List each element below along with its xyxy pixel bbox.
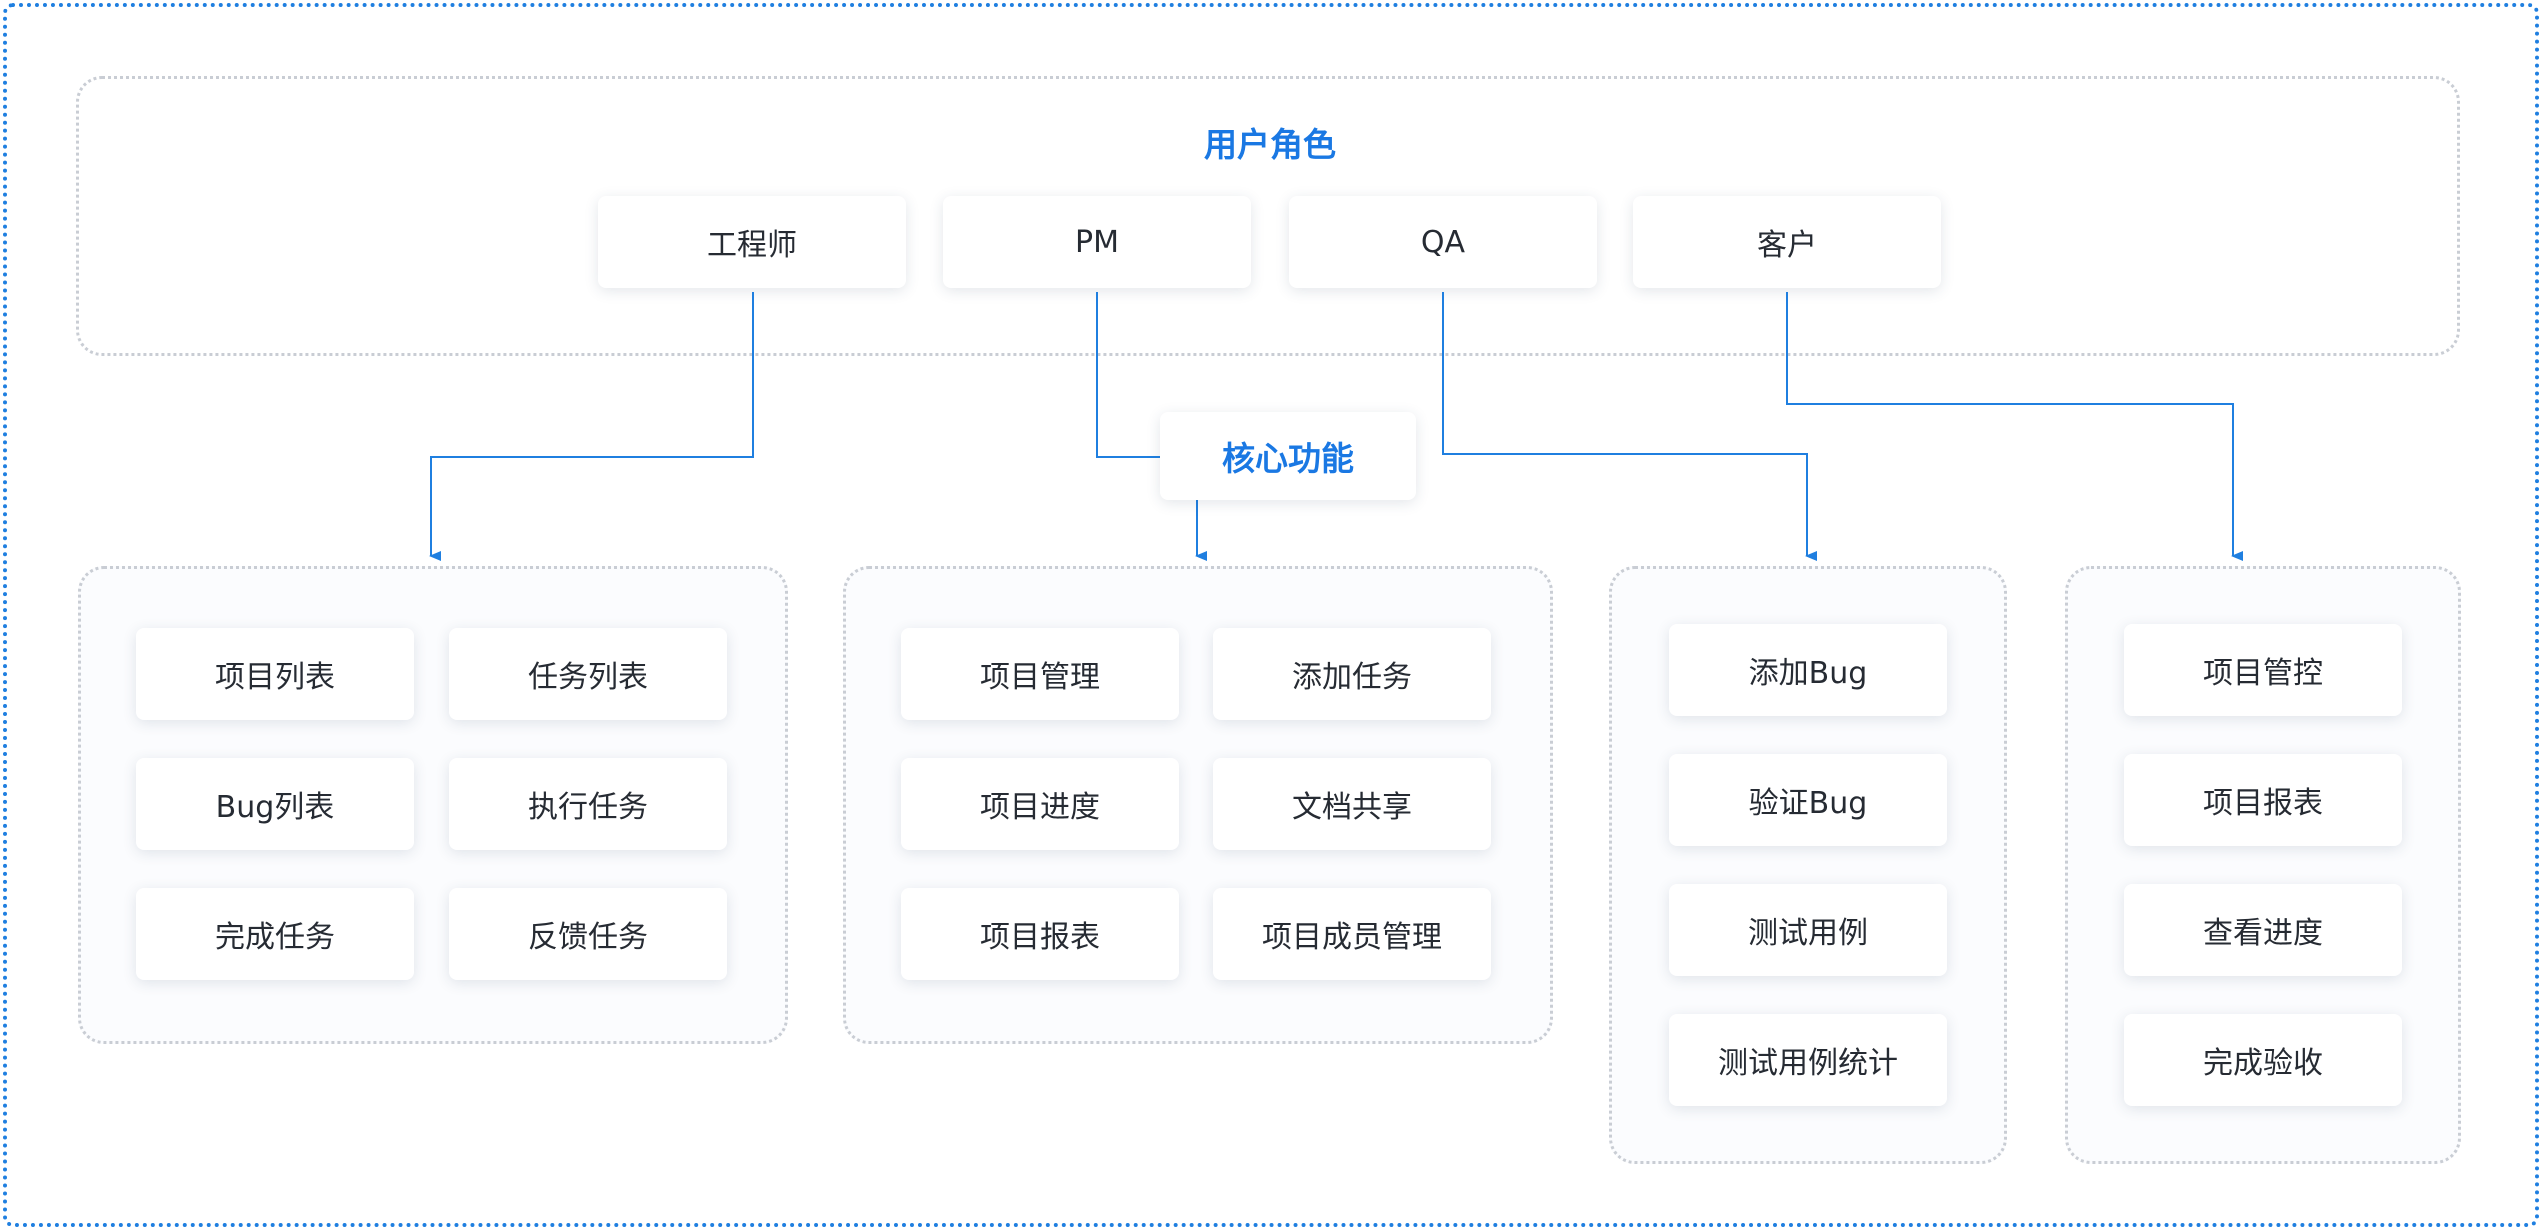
- role-card-qa: QA: [1289, 196, 1597, 288]
- feature-card: 查看进度: [2124, 884, 2402, 976]
- pm-connector: [1096, 292, 1160, 458]
- feature-card: 测试用例统计: [1669, 1014, 1947, 1106]
- feature-card: 验证Bug: [1669, 754, 1947, 846]
- feature-card: 项目列表: [136, 628, 414, 720]
- qa-connector: [1442, 292, 1817, 561]
- feature-card: 测试用例: [1669, 884, 1947, 976]
- user-roles-title: 用户角色: [1204, 125, 1336, 164]
- diagram-frame: [3, 3, 2539, 1227]
- feature-card: 完成验收: [2124, 1014, 2402, 1106]
- feature-card: 项目管控: [2124, 624, 2402, 716]
- feature-card: 项目报表: [2124, 754, 2402, 846]
- role-card-engineer: 工程师: [598, 196, 906, 288]
- feature-card: 项目管理: [901, 628, 1179, 720]
- feature-card: 执行任务: [449, 758, 727, 850]
- core-features-box: 核心功能: [1160, 412, 1416, 500]
- role-card-pm: PM: [943, 196, 1251, 288]
- feature-card: 项目成员管理: [1213, 888, 1491, 980]
- feature-card: 完成任务: [136, 888, 414, 980]
- feature-card: 添加任务: [1213, 628, 1491, 720]
- engineer-connector: [429, 292, 754, 561]
- feature-card: 反馈任务: [449, 888, 727, 980]
- feature-card: 任务列表: [449, 628, 727, 720]
- feature-card: 项目报表: [901, 888, 1179, 980]
- feature-card: Bug列表: [136, 758, 414, 850]
- feature-card: 添加Bug: [1669, 624, 1947, 716]
- feature-card: 项目进度: [901, 758, 1179, 850]
- role-card-client: 客户: [1633, 196, 1941, 288]
- feature-card: 文档共享: [1213, 758, 1491, 850]
- client-connector: [1786, 292, 2243, 561]
- user-roles-group: [76, 76, 2460, 356]
